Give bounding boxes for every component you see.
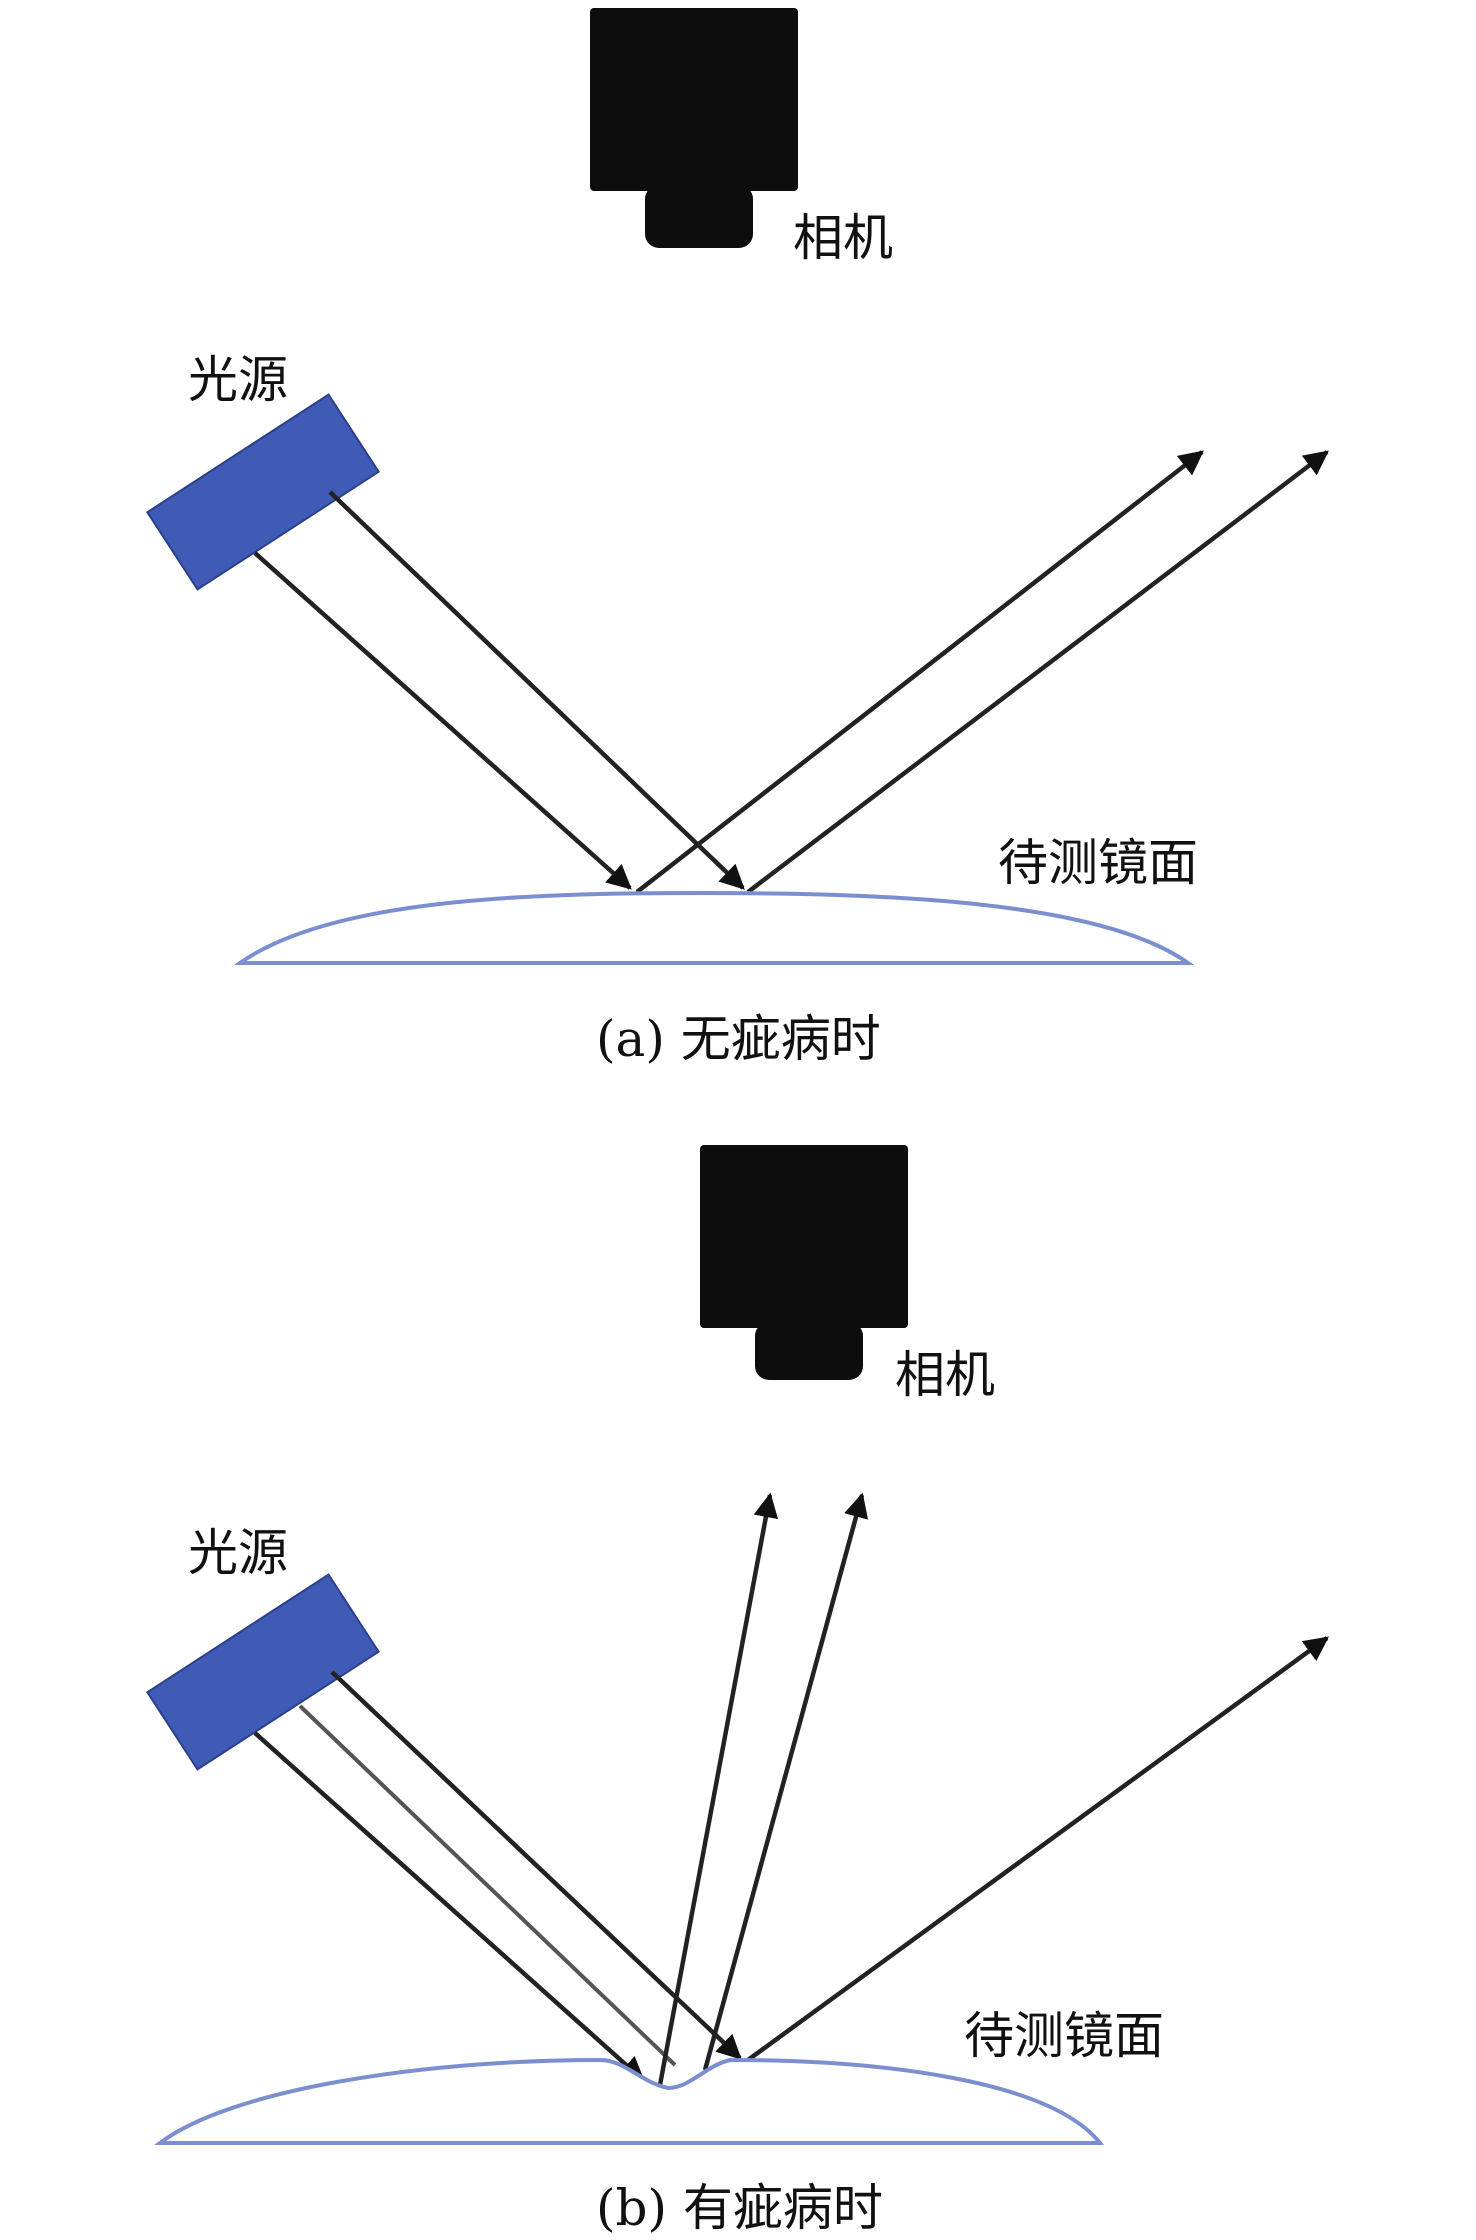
camera-icon — [700, 1145, 908, 1380]
light-source-icon — [145, 1573, 381, 1771]
reflected-ray — [635, 450, 1204, 894]
light-source-icon — [145, 393, 381, 591]
incident-ray — [330, 1670, 742, 2060]
mirror-surface-with-defect — [154, 2057, 1105, 2145]
scattered-ray — [702, 1492, 869, 2071]
mirror-surface — [233, 890, 1195, 965]
reflected-ray — [746, 1636, 1330, 2062]
caption: (a) 无疵病时 — [596, 1010, 881, 1068]
camera-label: 相机 — [793, 209, 893, 267]
mirror-label: 待测镜面 — [998, 834, 1198, 892]
caption: (b) 有疵病时 — [596, 2179, 883, 2237]
panel-a: 相机 光源 待测镜面 (a) 无疵病时 — [145, 8, 1329, 1068]
incident-ray — [253, 551, 632, 890]
scattered-ray — [657, 1492, 779, 2086]
panel-b: 相机 光源 待测镜面 (b) 有疵病时 — [145, 1145, 1330, 2237]
light-source-label: 光源 — [188, 1524, 288, 1582]
incident-ray — [298, 1704, 677, 2067]
reflected-ray — [746, 450, 1329, 894]
light-source-label: 光源 — [188, 351, 288, 409]
incident-ray — [253, 1731, 645, 2082]
incident-ray — [328, 490, 745, 890]
camera-icon — [590, 8, 798, 248]
mirror-label: 待测镜面 — [964, 2007, 1164, 2065]
camera-label: 相机 — [895, 1346, 995, 1404]
